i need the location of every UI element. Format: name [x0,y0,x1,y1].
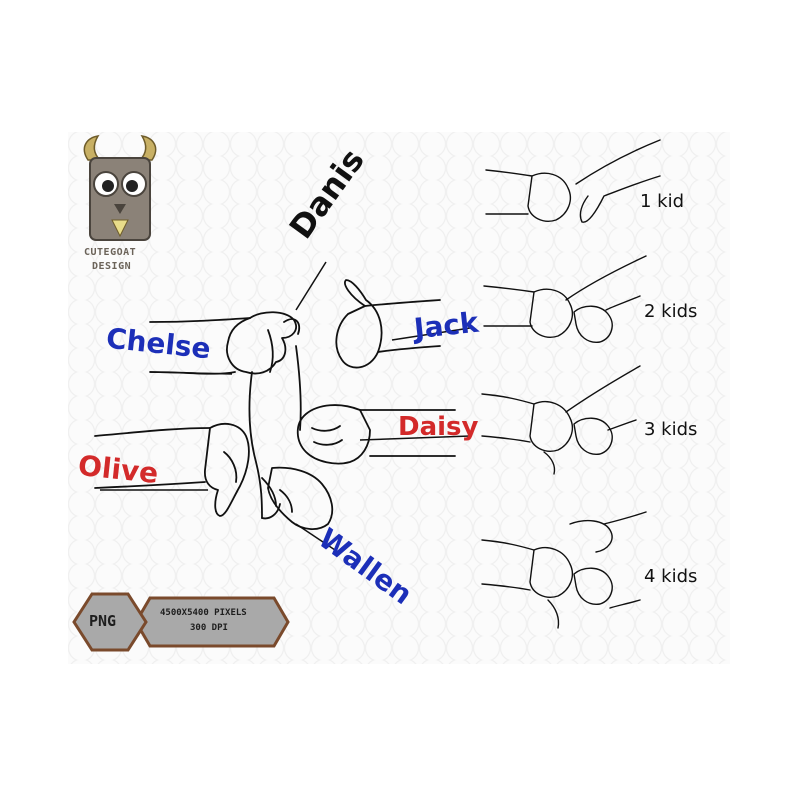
badge-format: PNG [89,612,117,630]
variant-1-kid-illustration [485,139,661,223]
hexagon-pattern-background [68,132,730,664]
leader-lines [100,261,471,553]
variant-label-2-kids: 2 kids [644,301,698,322]
badge-dpi: 300 DPI [190,623,228,633]
variant-3-kids-illustration [481,365,641,475]
hands-illustration [94,279,456,530]
variant-label-4-kids: 4 kids [644,566,698,587]
variant-label-3-kids: 3 kids [644,419,698,440]
badge-pixels: 4500X5400 PIXELS [160,608,247,618]
variant-4-kids-illustration [481,511,647,629]
variant-2-kids-illustration [483,255,647,343]
name-daisy: Daisy [398,412,479,442]
name-jack: Jack [412,305,481,346]
format-badge [72,592,290,652]
variant-label-1-kid: 1 kid [640,191,685,212]
brand-name-line2: DESIGN [92,261,132,272]
name-olive: Olive [76,448,160,491]
goat-logo-icon [83,134,157,241]
brand-name-line1: CUTEGOAT [84,247,137,258]
